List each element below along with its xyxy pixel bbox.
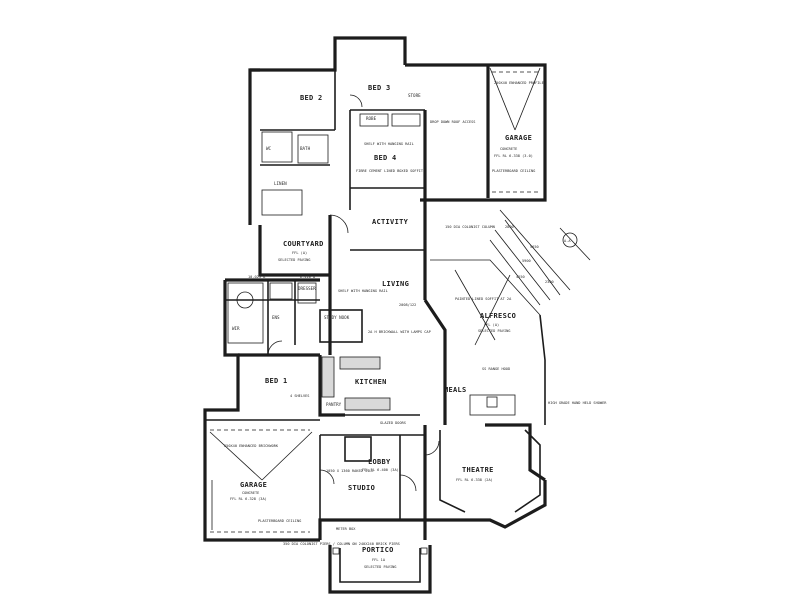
room-label-portico: PORTICO: [362, 546, 394, 554]
note-studio-opening: 1050 X 1360 RAKED SILL: [326, 469, 374, 473]
note-portico-columns: 350 DIA COLONIST PIERS / COLUMN ON 240X2…: [283, 542, 400, 546]
note-garage-top-wall: 250X40 ENHANCED PROFILE: [494, 81, 544, 85]
room-label-kitchen: KITCHEN: [355, 378, 387, 386]
room-label-bed3: BED 3: [368, 84, 391, 92]
note-rangehood: SS RANGE HOOD: [482, 367, 510, 371]
room-label-alfresco: ALFRESCO: [480, 312, 516, 320]
label-pantry: PANTRY: [326, 402, 342, 407]
room-label-studio: STUDIO: [348, 484, 375, 492]
room-label-bed1: BED 1: [265, 377, 288, 385]
dim-4: 4250: [516, 275, 525, 279]
section-marker: [562, 232, 578, 248]
label-linen: LINEN: [274, 181, 287, 186]
note-drop-down: DROP DOWN ROOF ACCESS: [430, 120, 475, 124]
note-garage-bottom-floor: CONCRETE: [242, 491, 259, 495]
note-bed4-soffit: FIBRE CEMENT LINED BOXED SOFFIT: [356, 169, 424, 173]
dimension-lines: [489, 209, 591, 306]
label-store: STORE: [408, 93, 421, 98]
label-dresser: DRESSER: [298, 286, 316, 291]
label-study-nook: STUDY NOOK: [324, 315, 350, 320]
label-ens: ENS: [272, 315, 280, 320]
note-garage-bottom-ceiling: PLASTERBOARD CEILING: [258, 519, 301, 523]
outer-walls: [203, 36, 547, 594]
note-column: 150 DIA COLONIST COLUMN: [445, 225, 495, 229]
note-garage-bottom-wall: 250X40 ENHANCED BRICKWORK: [224, 444, 279, 448]
note-brickwall: 2A H BRICKWALL WITH LAMPS CAP: [368, 330, 431, 334]
room-label-bed4: BED 4: [374, 154, 397, 162]
note-theatre-level: FFL RL 6.338 (2A): [456, 478, 493, 482]
note-portico-level: FFL 1A: [372, 558, 386, 562]
note-hanging-rail: SHELF WITH HANGING RAIL: [364, 142, 414, 146]
note-alfresco-ceiling: PAINTED LINED SOFFIT AT 2A: [455, 297, 512, 301]
label-wc: WC: [266, 146, 272, 151]
label-pier: 2008/122: [399, 303, 416, 307]
label-dimension-610: 6-410 A: [300, 275, 316, 279]
room-label-bed2: BED 2: [300, 94, 323, 102]
note-courtyard-level: FFL (A): [292, 251, 307, 255]
note-garage-top-ceiling: PLASTERBOARD CEILING: [492, 169, 535, 173]
note-meter-box: METER BOX: [336, 527, 356, 531]
note-living-shelf: SHELF WITH HANGING RAIL: [338, 289, 388, 293]
fixtures: [209, 67, 591, 555]
dim-2: 5900: [522, 259, 531, 263]
note-glazed-doors: GLAZED DOORS: [380, 421, 406, 425]
label-robe: ROBE: [366, 116, 377, 121]
note-garage-top-floor: CONCRETE: [500, 147, 517, 151]
note-alfresco-level: FFL (A): [484, 323, 499, 327]
note-portico-paving: SELECTED PAVING: [364, 565, 396, 569]
room-label-garage-top: GARAGE: [505, 134, 532, 142]
label-bath: BATH: [300, 146, 311, 151]
note-grade-hand: HIGH GRADE HAND HELD SHOWER: [548, 401, 607, 405]
room-label-activity: ACTIVITY: [372, 218, 409, 226]
room-label-theatre: THEATRE: [462, 466, 494, 474]
room-label-garage-bottom: GARAGE: [240, 481, 267, 489]
room-label-meals: MEALS: [444, 386, 467, 394]
note-alfresco-paving: SELECTED PAVING: [478, 329, 510, 333]
label-section-tag: A-A: [564, 239, 571, 243]
label-wir: WIR: [232, 326, 240, 331]
annotations: STUDY NOOK STORE LINEN PANTRY ROBE ENS W…: [224, 81, 607, 569]
note-garage-bottom-level: FFL RL 6.328 (3A): [230, 497, 267, 501]
label-dimension-025: 10-025 A: [248, 275, 266, 279]
dim-1: 5650: [530, 245, 539, 249]
dim-0: 2800: [505, 225, 514, 229]
room-label-lobby: LOBBY: [368, 458, 391, 466]
dim-3: 2300: [545, 280, 554, 284]
note-courtyard-paving: SELECTED PAVING: [278, 258, 310, 262]
room-labels: BED 2 BED 3 BED 4 GARAGE COURTYARD ACTIV…: [240, 84, 532, 554]
room-label-living: LIVING: [382, 280, 409, 288]
room-label-courtyard: COURTYARD: [283, 240, 324, 248]
note-lobby-level: FFL RL 6.400 (3A): [362, 468, 399, 472]
note-garage-top-level: FFL RL 6.338 (3.0): [494, 154, 533, 158]
note-shelves: 4 SHELVES: [290, 394, 309, 398]
